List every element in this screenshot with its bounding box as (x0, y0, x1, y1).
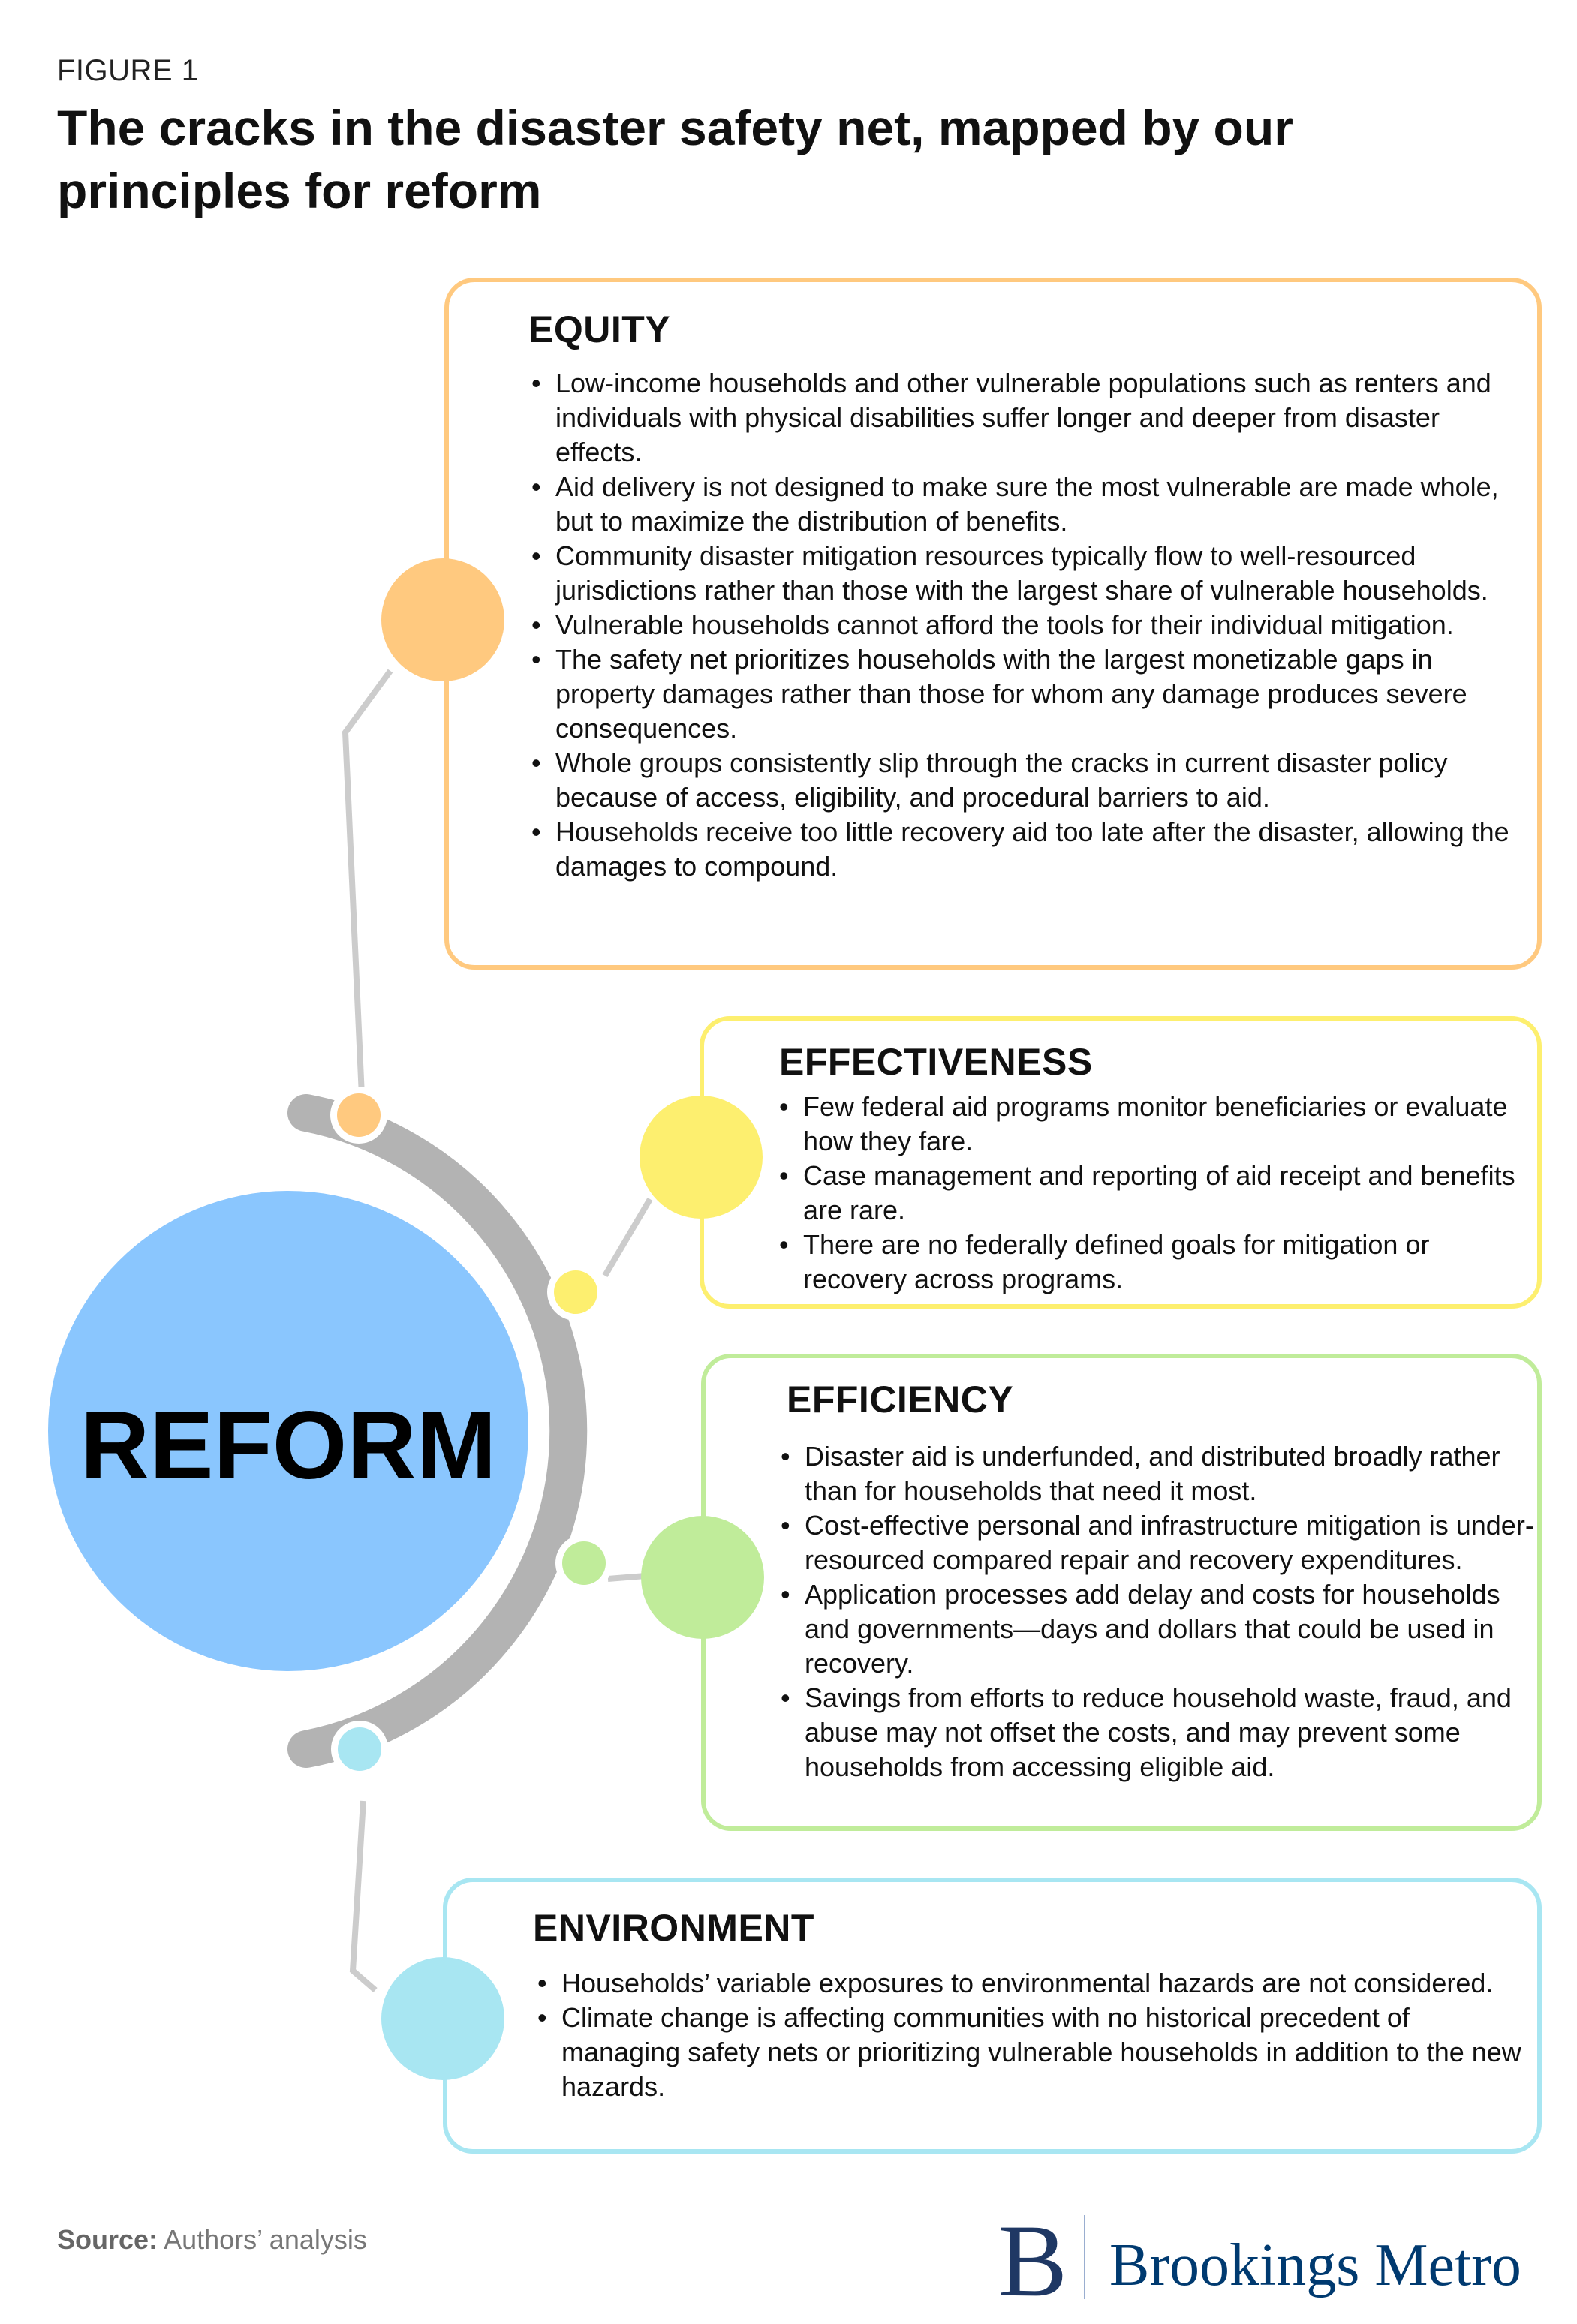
reform-arc (287, 1094, 588, 1768)
equity-list: Low-income households and other vulnerab… (531, 366, 1522, 884)
effectiveness-heading: EFFECTIVENESS (779, 1041, 1093, 1083)
efficiency-box: EFFICIENCY Disaster aid is underfunded, … (701, 1354, 1542, 1831)
efficiency-circle (641, 1516, 764, 1639)
connector-equity (342, 669, 393, 1096)
source-label: Source: (57, 2224, 158, 2255)
environment-circle (381, 1957, 504, 2080)
list-item: Cost-effective personal and infrastructu… (781, 1508, 1535, 1577)
equity-box: EQUITY Low-income households and other v… (444, 278, 1542, 970)
efficiency-heading: EFFICIENCY (787, 1378, 1014, 1421)
source-text: Authors’ analysis (158, 2224, 367, 2255)
source-note: Source: Authors’ analysis (57, 2224, 367, 2256)
reform-label: REFORM (80, 1392, 497, 1499)
list-item: Whole groups consistently slip through t… (531, 746, 1522, 815)
list-item: Vulnerable households cannot afford the … (531, 608, 1522, 642)
node-effectiveness-small-fill (554, 1270, 597, 1314)
efficiency-list: Disaster aid is underfunded, and distrib… (781, 1439, 1535, 1784)
list-item: There are no federally defined goals for… (779, 1228, 1530, 1297)
figure-title: The cracks in the disaster safety net, m… (57, 100, 1293, 218)
list-item: Households receive too little recovery a… (531, 815, 1522, 884)
list-item: Savings from efforts to reduce household… (781, 1681, 1535, 1784)
reform-circle (48, 1191, 528, 1671)
list-item: Disaster aid is underfunded, and distrib… (781, 1439, 1535, 1508)
list-item: Low-income households and other vulnerab… (531, 366, 1522, 470)
node-environment-small-fill (338, 1727, 381, 1771)
environment-box: ENVIRONMENT Households’ variable exposur… (443, 1878, 1542, 2154)
effectiveness-box: EFFECTIVENESS Few federal aid programs m… (700, 1016, 1542, 1309)
node-equity-small-fill (337, 1093, 381, 1137)
equity-circle (381, 558, 504, 681)
equity-heading: EQUITY (528, 308, 671, 350)
figure-label: FIGURE 1 (57, 54, 199, 87)
connector-efficiency (607, 1573, 646, 1582)
list-item: Few federal aid programs monitor benefic… (779, 1090, 1530, 1159)
logo-divider (1084, 2215, 1085, 2299)
effectiveness-list: Few federal aid programs monitor benefic… (779, 1090, 1530, 1297)
list-item: Households’ variable exposures to enviro… (537, 1966, 1536, 2001)
environment-heading: ENVIRONMENT (533, 1907, 814, 1949)
brookings-logo-mark: B (998, 2203, 1068, 2318)
connector-environment (349, 1800, 378, 1993)
brookings-logo-text: Brookings Metro (1109, 2232, 1521, 2298)
connector-effectiveness (602, 1197, 653, 1278)
list-item: The safety net prioritizes households wi… (531, 642, 1522, 746)
list-item: Community disaster mitigation resources … (531, 539, 1522, 608)
effectiveness-circle (640, 1096, 763, 1219)
node-efficiency-small-fill (562, 1541, 606, 1585)
list-item: Aid delivery is not designed to make sur… (531, 470, 1522, 539)
list-item: Application processes add delay and cost… (781, 1577, 1535, 1681)
list-item: Case management and reporting of aid rec… (779, 1159, 1530, 1228)
list-item: Climate change is affecting communities … (537, 2001, 1536, 2104)
environment-list: Households’ variable exposures to enviro… (537, 1966, 1536, 2104)
